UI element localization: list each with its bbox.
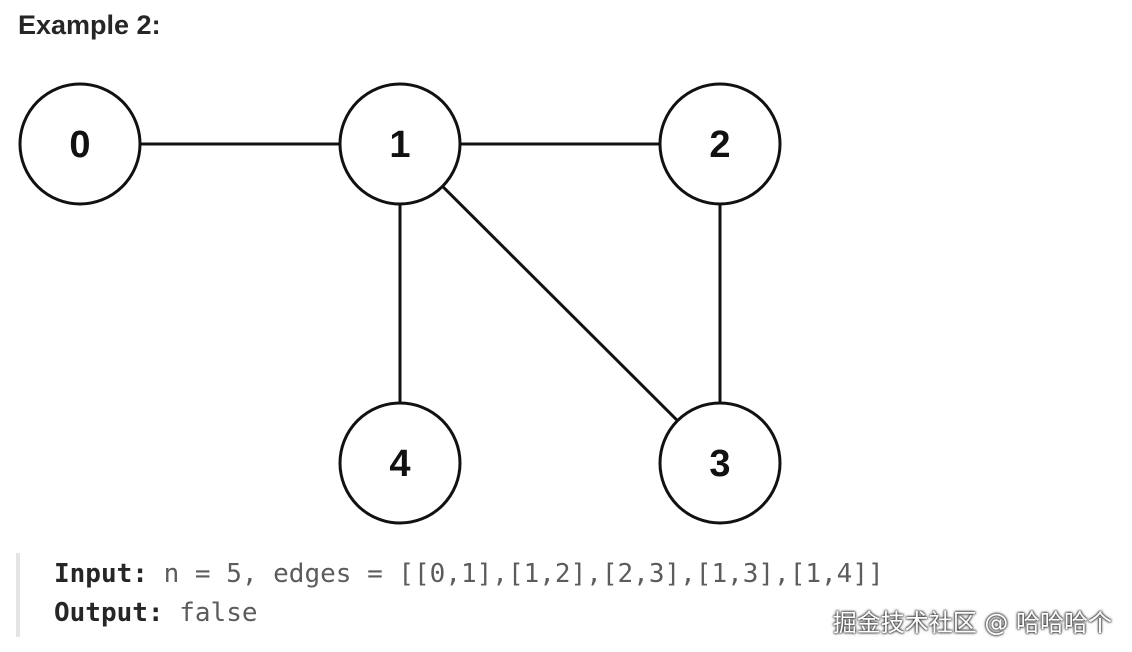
node-2-label: 2 <box>709 124 730 166</box>
node-4-circle <box>338 401 462 525</box>
nodes: 0 1 2 3 4 <box>18 82 782 525</box>
node-3-label: 3 <box>709 443 730 485</box>
output-label: Output: <box>54 598 164 628</box>
output-value: false <box>179 598 258 628</box>
node-3: 3 <box>658 401 782 525</box>
edges <box>140 142 722 422</box>
edge-1-3 <box>441 185 679 422</box>
example-heading: Example 2: <box>18 10 161 40</box>
input-line: Input: n = 5, edges = [[0,1],[1,2],[2,3]… <box>54 559 884 589</box>
graph-diagram: 0 1 2 3 4 <box>18 82 782 525</box>
node-4-label: 4 <box>389 443 410 485</box>
input-label: Input: <box>54 559 148 589</box>
example-code-block: Input: n = 5, edges = [[0,1],[1,2],[2,3]… <box>16 553 1020 637</box>
node-1-circle <box>338 82 462 206</box>
node-4: 4 <box>338 401 462 525</box>
watermark: 掘金技术社区 @ 哈哈哈个 <box>832 609 1112 637</box>
output-line: Output: false <box>54 598 258 628</box>
node-0-circle <box>18 82 142 206</box>
node-0: 0 <box>18 82 142 206</box>
node-2-circle <box>658 82 782 206</box>
node-0-label: 0 <box>69 124 90 166</box>
node-1: 1 <box>338 82 462 206</box>
input-value: n = 5, edges = [[0,1],[1,2],[2,3],[1,3],… <box>163 559 884 589</box>
node-2: 2 <box>658 82 782 206</box>
node-3-circle <box>658 401 782 525</box>
node-1-label: 1 <box>389 124 410 166</box>
